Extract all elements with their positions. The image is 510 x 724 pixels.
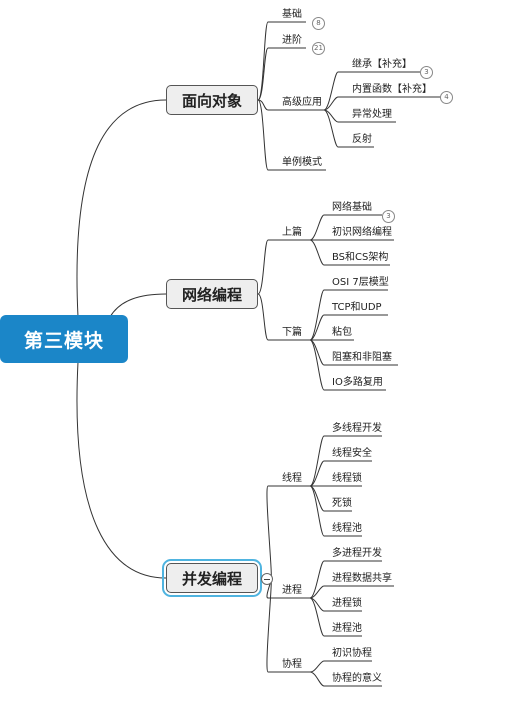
leaf-thread-lock[interactable]: 线程锁: [332, 473, 362, 484]
node-basics[interactable]: 基础: [282, 9, 302, 20]
count-badge[interactable]: 8: [312, 17, 325, 30]
node-singleton[interactable]: 单例模式: [282, 157, 322, 168]
node-coroutines[interactable]: 协程: [282, 659, 302, 670]
leaf-exception[interactable]: 异常处理: [352, 109, 392, 120]
leaf-process-lock[interactable]: 进程锁: [332, 598, 362, 609]
connector-root-oop: [76, 99, 167, 318]
connector-leaf-bs-cs: [309, 239, 325, 266]
connector-leaf-network-basics: [309, 214, 325, 241]
connector-node-part-one: [257, 239, 269, 295]
connector-leaf-reflection: [323, 109, 339, 148]
branch-oop[interactable]: 面向对象: [166, 85, 258, 115]
connector-node-part-two: [257, 293, 269, 341]
connector-leaf-process-data-sharing: [309, 585, 325, 599]
count-badge[interactable]: 21: [312, 42, 325, 55]
leaf-thread-safety[interactable]: 线程安全: [332, 448, 372, 459]
leaf-process-data-sharing[interactable]: 进程数据共享: [332, 573, 392, 584]
root-node[interactable]: 第三模块: [0, 315, 128, 363]
connector-root-concurrency: [76, 361, 167, 579]
leaf-process-pool[interactable]: 进程池: [332, 623, 362, 634]
connector-leaf-thread-pool: [309, 485, 325, 537]
leaf-intro-coroutine[interactable]: 初识协程: [332, 648, 372, 659]
leaf-sticky-packet[interactable]: 粘包: [332, 327, 352, 338]
connector-leaf-coroutine-meaning: [309, 671, 325, 687]
connector-leaf-inheritance: [323, 71, 339, 111]
count-badge[interactable]: 4: [440, 91, 453, 104]
leaf-reflection[interactable]: 反射: [352, 134, 372, 145]
connector-leaf-osi: [309, 289, 325, 341]
leaf-io-multiplex[interactable]: IO多路复用: [332, 377, 383, 388]
connector-leaf-builtin-funcs: [323, 96, 339, 111]
connector-root-network: [109, 293, 167, 318]
connector-leaf-multiprocessing: [309, 560, 325, 599]
branch-concurrency[interactable]: 并发编程: [162, 559, 262, 597]
leaf-network-basics[interactable]: 网络基础: [332, 202, 372, 213]
connector-node-advanced-apps: [257, 99, 269, 111]
leaf-intro-network[interactable]: 初识网络编程: [332, 227, 392, 238]
leaf-thread-pool[interactable]: 线程池: [332, 523, 362, 534]
connector-leaf-io-multiplex: [309, 339, 325, 391]
leaf-builtin-funcs[interactable]: 内置函数【补充】: [352, 84, 432, 95]
leaf-multithreading[interactable]: 多线程开发: [332, 423, 382, 434]
count-badge[interactable]: 3: [420, 66, 433, 79]
leaf-deadlock[interactable]: 死锁: [332, 498, 352, 509]
collapse-toggle[interactable]: [261, 573, 273, 585]
connector-leaf-thread-safety: [309, 460, 325, 487]
connector-leaf-multithreading: [309, 435, 325, 487]
count-badge[interactable]: 3: [382, 210, 395, 223]
leaf-osi[interactable]: OSI 7层模型: [332, 277, 389, 288]
connector-leaf-intro-coroutine: [309, 660, 325, 673]
node-threads[interactable]: 线程: [282, 473, 302, 484]
leaf-multiprocessing[interactable]: 多进程开发: [332, 548, 382, 559]
leaf-inheritance[interactable]: 继承【补充】: [352, 59, 412, 70]
leaf-coroutine-meaning[interactable]: 协程的意义: [332, 673, 382, 684]
leaf-blocking[interactable]: 阻塞和非阻塞: [332, 352, 392, 363]
connector-node-threads: [266, 485, 272, 579]
node-advanced-apps[interactable]: 高级应用: [282, 97, 322, 108]
connector-leaf-process-pool: [309, 597, 325, 637]
node-processes[interactable]: 进程: [282, 585, 302, 596]
connector-node-advanced: [257, 47, 269, 101]
node-part-two[interactable]: 下篇: [282, 327, 302, 338]
leaf-bs-cs[interactable]: BS和CS架构: [332, 252, 389, 263]
node-advanced[interactable]: 进阶: [282, 35, 302, 46]
connector-node-singleton: [257, 99, 269, 171]
connector-leaf-tcp-udp: [309, 314, 325, 341]
leaf-tcp-udp[interactable]: TCP和UDP: [332, 302, 382, 313]
connector-node-basics: [257, 21, 269, 101]
node-part-one[interactable]: 上篇: [282, 227, 302, 238]
branch-network[interactable]: 网络编程: [166, 279, 258, 309]
